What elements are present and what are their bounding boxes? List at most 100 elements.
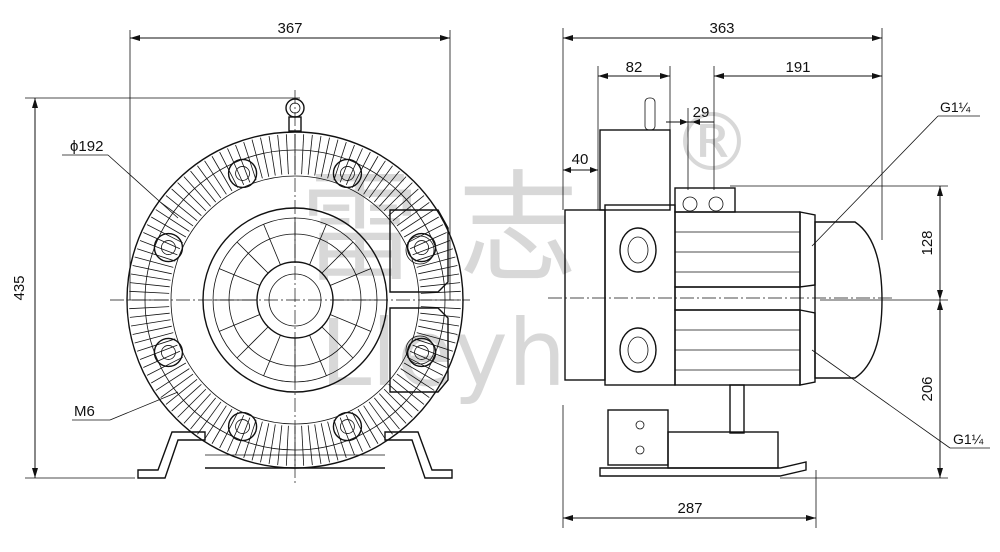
fin bbox=[301, 134, 305, 175]
fin bbox=[327, 421, 339, 461]
fin bbox=[129, 306, 170, 310]
fin bbox=[379, 176, 407, 207]
boss bbox=[153, 337, 184, 368]
fin bbox=[420, 306, 461, 310]
fin bbox=[155, 209, 190, 232]
dim-flange: 82 bbox=[626, 59, 643, 76]
fin bbox=[307, 134, 313, 175]
fin bbox=[143, 350, 181, 368]
boss-hole bbox=[161, 240, 176, 255]
spoke bbox=[236, 326, 269, 359]
fin bbox=[314, 135, 322, 176]
boss-hole bbox=[340, 166, 355, 181]
boss-hole bbox=[235, 419, 250, 434]
fin bbox=[197, 401, 222, 435]
fin bbox=[420, 290, 461, 294]
label-diameter: ϕ192 bbox=[70, 138, 103, 155]
dim-port-offset: 191 bbox=[785, 59, 810, 76]
fin bbox=[409, 232, 447, 250]
fin bbox=[373, 397, 400, 430]
fin bbox=[400, 368, 435, 391]
boss-hole bbox=[161, 345, 176, 360]
boss-hole bbox=[340, 419, 355, 434]
fin bbox=[357, 156, 379, 192]
fin bbox=[363, 405, 386, 440]
spoke bbox=[263, 334, 281, 376]
boss-hole bbox=[414, 345, 429, 360]
fin bbox=[388, 384, 419, 412]
watermark-latin: Lleyh bbox=[320, 300, 566, 407]
fin bbox=[139, 344, 178, 360]
fin bbox=[419, 319, 460, 327]
fin bbox=[143, 232, 181, 250]
fin bbox=[345, 148, 363, 186]
bolt-bosses bbox=[153, 158, 437, 442]
label-port-bottom: G1¼ bbox=[953, 431, 984, 447]
boss bbox=[227, 411, 258, 442]
side-view: 363 82 191 29 40 128 206 bbox=[548, 20, 990, 528]
fin bbox=[327, 139, 339, 179]
fin bbox=[403, 362, 439, 384]
fin bbox=[301, 425, 305, 466]
dim-front-width: 367 bbox=[277, 20, 302, 37]
fin bbox=[227, 148, 245, 186]
fin bbox=[260, 137, 270, 177]
fin bbox=[160, 202, 194, 227]
fin bbox=[388, 188, 419, 216]
fin bbox=[183, 176, 211, 207]
dim-inlet-offset: 40 bbox=[572, 151, 589, 168]
fin bbox=[373, 170, 400, 203]
fin bbox=[155, 368, 190, 391]
label-port-top: G1¼ bbox=[940, 99, 971, 115]
fin bbox=[412, 344, 451, 360]
boss bbox=[406, 337, 437, 368]
fin bbox=[379, 393, 407, 424]
fin bbox=[183, 393, 211, 424]
registered-mark: ® bbox=[672, 96, 752, 189]
spoke bbox=[329, 314, 371, 332]
fin bbox=[165, 195, 198, 222]
fin bbox=[339, 144, 355, 183]
fin bbox=[171, 384, 202, 412]
fin bbox=[418, 325, 458, 335]
fin bbox=[190, 397, 217, 430]
fin bbox=[412, 240, 451, 256]
fin bbox=[277, 134, 283, 175]
boss bbox=[227, 158, 258, 189]
fin bbox=[129, 282, 170, 288]
fin bbox=[129, 312, 170, 318]
fin bbox=[177, 388, 207, 418]
fin bbox=[416, 256, 456, 268]
fin bbox=[396, 373, 430, 398]
fin bbox=[235, 417, 251, 456]
fin bbox=[277, 425, 283, 466]
fin bbox=[392, 195, 425, 222]
fin bbox=[227, 414, 245, 452]
spoke bbox=[219, 314, 261, 332]
spoke bbox=[219, 268, 261, 286]
fin bbox=[285, 134, 289, 175]
fin bbox=[130, 273, 171, 281]
fin bbox=[134, 332, 174, 344]
fin bbox=[211, 408, 233, 444]
fin bbox=[130, 319, 171, 327]
fin bbox=[177, 182, 207, 212]
fin bbox=[383, 182, 413, 212]
watermark-chinese: 雷 志 bbox=[300, 160, 578, 299]
spoke bbox=[329, 268, 371, 286]
spoke bbox=[321, 326, 354, 359]
fin bbox=[204, 160, 227, 195]
fin bbox=[320, 423, 330, 463]
fin bbox=[268, 424, 276, 465]
watermark: 雷 志 Lleyh ® bbox=[300, 96, 752, 407]
fin bbox=[307, 425, 313, 466]
fin bbox=[419, 273, 460, 281]
front-view: 367 435 bbox=[11, 20, 470, 485]
spoke bbox=[321, 241, 354, 274]
dim-lower-height: 206 bbox=[919, 376, 936, 401]
fin bbox=[160, 373, 194, 398]
fin bbox=[314, 424, 322, 465]
fin bbox=[420, 312, 461, 318]
fin bbox=[134, 256, 174, 268]
